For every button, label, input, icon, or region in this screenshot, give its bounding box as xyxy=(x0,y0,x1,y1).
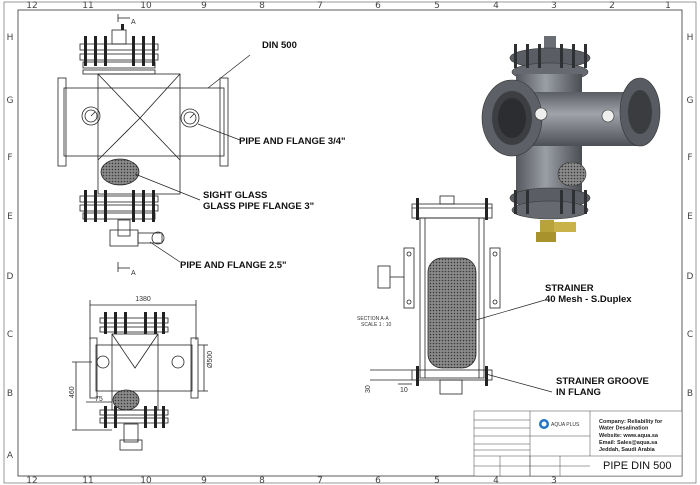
svg-text:AQUA PLUS: AQUA PLUS xyxy=(551,422,580,428)
col-label-bottom: 7 xyxy=(317,476,323,485)
col-label-bottom: 9 xyxy=(201,476,207,485)
col-label-bottom: 10 xyxy=(140,476,152,485)
col-label-top: 7 xyxy=(317,1,323,11)
aqua-plus-logo: AQUA PLUS xyxy=(539,419,580,429)
col-label-bottom: 11 xyxy=(82,476,93,485)
bottom-view-sight-glass xyxy=(112,389,140,411)
dimension-small-b: 30 xyxy=(365,385,372,393)
col-label-bottom: 6 xyxy=(375,476,381,485)
row-label-right: E xyxy=(687,212,693,222)
bottom-view xyxy=(72,300,208,451)
front-view-bolts xyxy=(84,24,155,222)
cut-label: A xyxy=(131,270,136,277)
company-address: Jeddah, Saudi Arabia xyxy=(599,447,656,453)
row-label-left: A xyxy=(7,451,14,461)
col-label-top: 2 xyxy=(609,1,615,11)
dimension-diameter: Ø500 xyxy=(207,351,214,368)
dimension-width: 1380 xyxy=(135,296,151,303)
front-view xyxy=(57,14,229,272)
col-label-top: 8 xyxy=(259,1,265,11)
callout-in-flang: IN FLANG xyxy=(556,387,601,398)
grid-labels: 12 11 10 9 8 7 6 5 4 3 2 1 12 11 10 9 8 … xyxy=(7,1,694,485)
row-label-left: F xyxy=(7,153,12,163)
col-label-bottom: 8 xyxy=(259,476,265,485)
callout-strainer-mesh: 40 Mesh - S.Duplex xyxy=(545,294,632,305)
col-label-top: 1 xyxy=(665,1,671,11)
row-label-right: G xyxy=(687,96,694,106)
col-label-top: 3 xyxy=(551,1,557,11)
row-label-right: F xyxy=(687,153,692,163)
row-label-right: C xyxy=(687,330,693,340)
row-label-left: B xyxy=(7,389,13,399)
callout-pipe-flange-34: PIPE AND FLANGE 3/4" xyxy=(239,136,346,147)
strainer-basket xyxy=(427,257,477,369)
col-label-top: 4 xyxy=(493,1,499,11)
callout-din-500: DIN 500 xyxy=(262,40,297,51)
col-label-top: 10 xyxy=(140,1,152,11)
row-label-right: D xyxy=(687,272,694,282)
company-website: Website: www.aqua.sa xyxy=(599,433,659,439)
section-bolts xyxy=(416,198,488,386)
section-leaders xyxy=(475,299,553,393)
render-3d xyxy=(481,36,661,242)
section-scale: SCALE 1 : 10 xyxy=(361,322,392,328)
leader-lines xyxy=(134,54,251,263)
dimension-small-a: 10 xyxy=(400,387,408,394)
bottom-view-bolts xyxy=(104,312,165,428)
col-label-top: 9 xyxy=(201,1,207,11)
company-email: Email: Sales@aqua.sa xyxy=(599,440,658,446)
col-label-bottom: 3 xyxy=(551,476,557,485)
row-label-right: H xyxy=(687,33,694,43)
col-label-bottom: 12 xyxy=(26,476,37,485)
row-label-left: D xyxy=(7,272,14,282)
cut-label: A xyxy=(131,19,136,26)
callout-sight-glass: SIGHT GLASS xyxy=(203,190,267,201)
callout-glass-pipe-flange: GLASS PIPE FLANGE 3" xyxy=(203,201,314,212)
dimension-height: 460 xyxy=(69,386,76,398)
col-label-top: 11 xyxy=(82,1,93,11)
title-block xyxy=(473,410,683,477)
sheet-frame xyxy=(3,1,697,484)
row-label-left: H xyxy=(7,33,14,43)
callout-pipe-flange-25: PIPE AND FLANGE 2.5" xyxy=(180,260,287,271)
col-label-top: 5 xyxy=(434,1,440,11)
render-3d-bolts xyxy=(514,44,587,214)
col-label-top: 12 xyxy=(26,1,37,11)
callout-strainer-groove: STRAINER GROOVE xyxy=(556,376,649,387)
row-label-right: B xyxy=(687,389,693,399)
callout-strainer: STRAINER xyxy=(545,283,594,294)
row-label-left: G xyxy=(7,96,14,106)
drawing-title: PIPE DIN 500 xyxy=(603,460,671,472)
col-label-bottom: 4 xyxy=(493,476,499,485)
dimension-offset: 75 xyxy=(95,396,103,403)
row-label-left: E xyxy=(7,212,13,222)
section-label: SECTION A-A xyxy=(357,316,389,322)
section-view xyxy=(370,195,501,395)
col-label-top: 6 xyxy=(375,1,381,11)
col-label-bottom: 5 xyxy=(434,476,440,485)
row-label-left: C xyxy=(7,330,13,340)
sight-glass xyxy=(100,158,140,186)
